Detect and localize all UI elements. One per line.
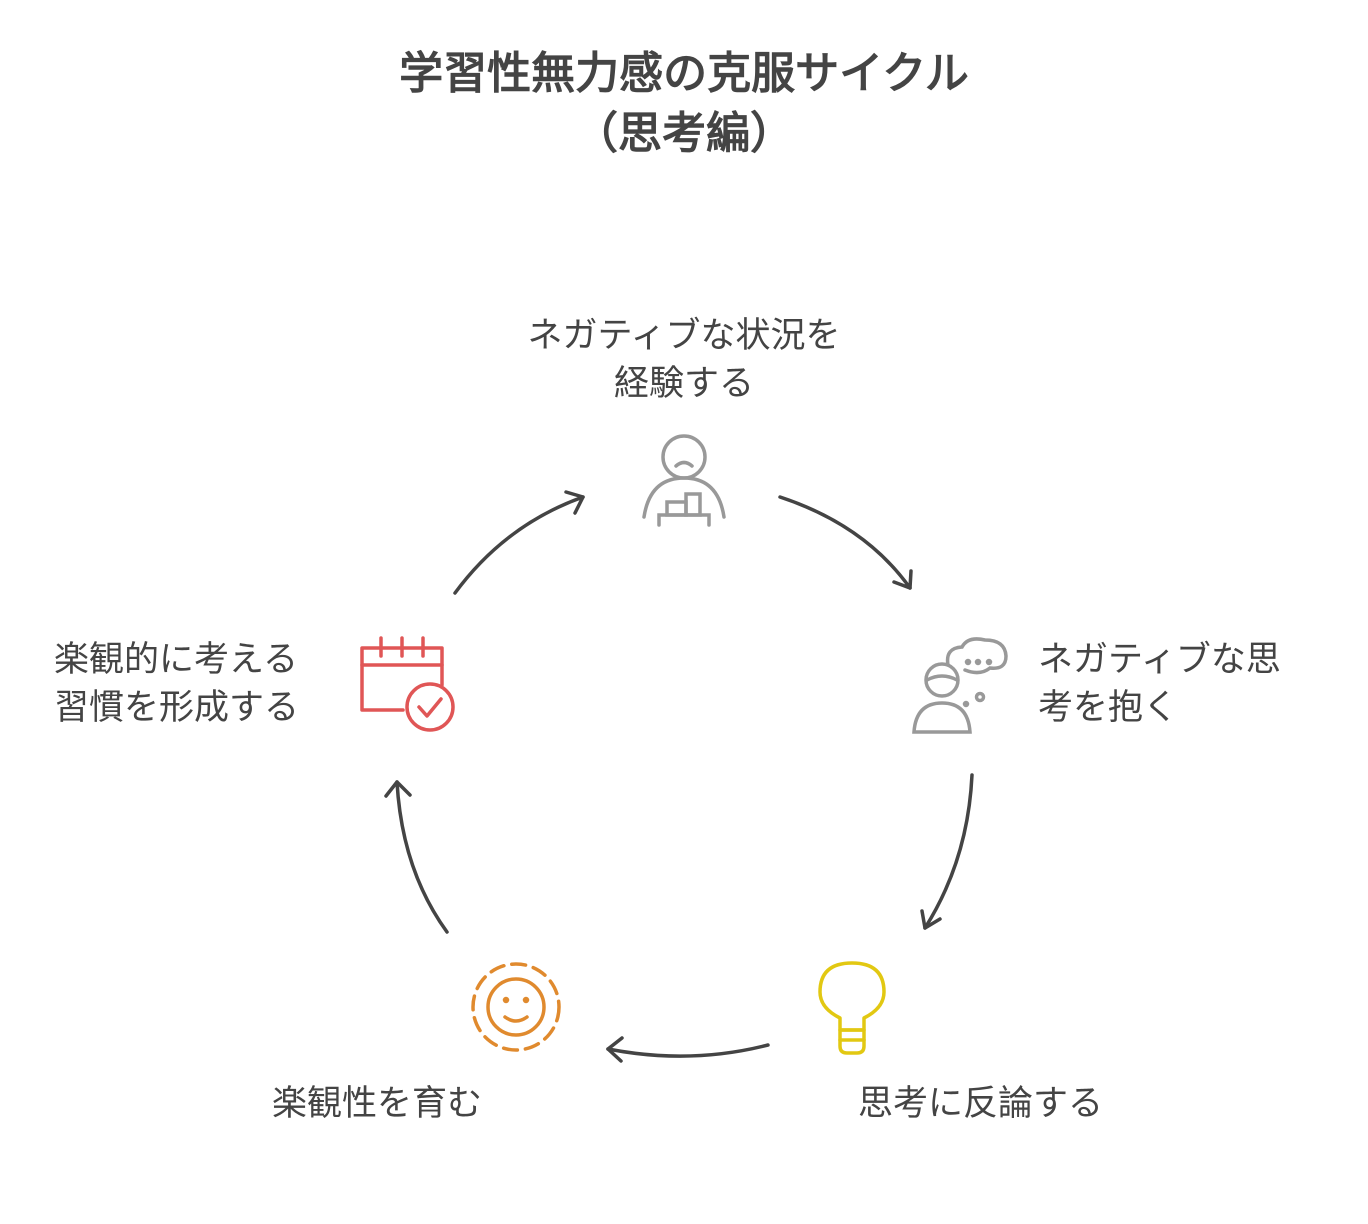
step-2-line-1: ネガティブな思 [1038,640,1281,680]
step-2-line-2: 考を抱く [1038,688,1179,728]
diagram-title: 学習性無力感の克服サイクル （思考編） [0,44,1368,164]
calendar-check-icon [360,636,455,732]
arrow-3-to-4 [606,1036,770,1063]
person-frown-icon [642,434,726,527]
step-1-label: ネガティブな状況を 経験する [484,312,884,408]
step-1-line-1: ネガティブな状況を [527,316,841,356]
arrow-1-to-2 [778,495,913,590]
title-line-2: （思考編） [574,108,794,159]
step-3-label: 思考に反論する [858,1084,1104,1124]
step-2-label: ネガティブな思 考を抱く [1038,636,1281,732]
person-thought-bubble-icon [912,637,1008,734]
smiley-dashed-circle-icon [471,962,561,1052]
arrow-4-to-5 [384,780,449,934]
step-5-line-1: 楽観的に考える [54,640,298,680]
step-5-label: 楽観的に考える 習慣を形成する [54,636,299,732]
step-1-line-2: 経験する [613,364,754,404]
arrow-5-to-1 [453,490,585,595]
title-line-1: 学習性無力感の克服サイクル [399,48,969,99]
arrow-2-to-3 [920,773,974,930]
lightbulb-icon [818,961,886,1055]
step-4-label: 楽観性を育む [272,1084,483,1124]
step-5-line-2: 習慣を形成する [54,688,300,728]
